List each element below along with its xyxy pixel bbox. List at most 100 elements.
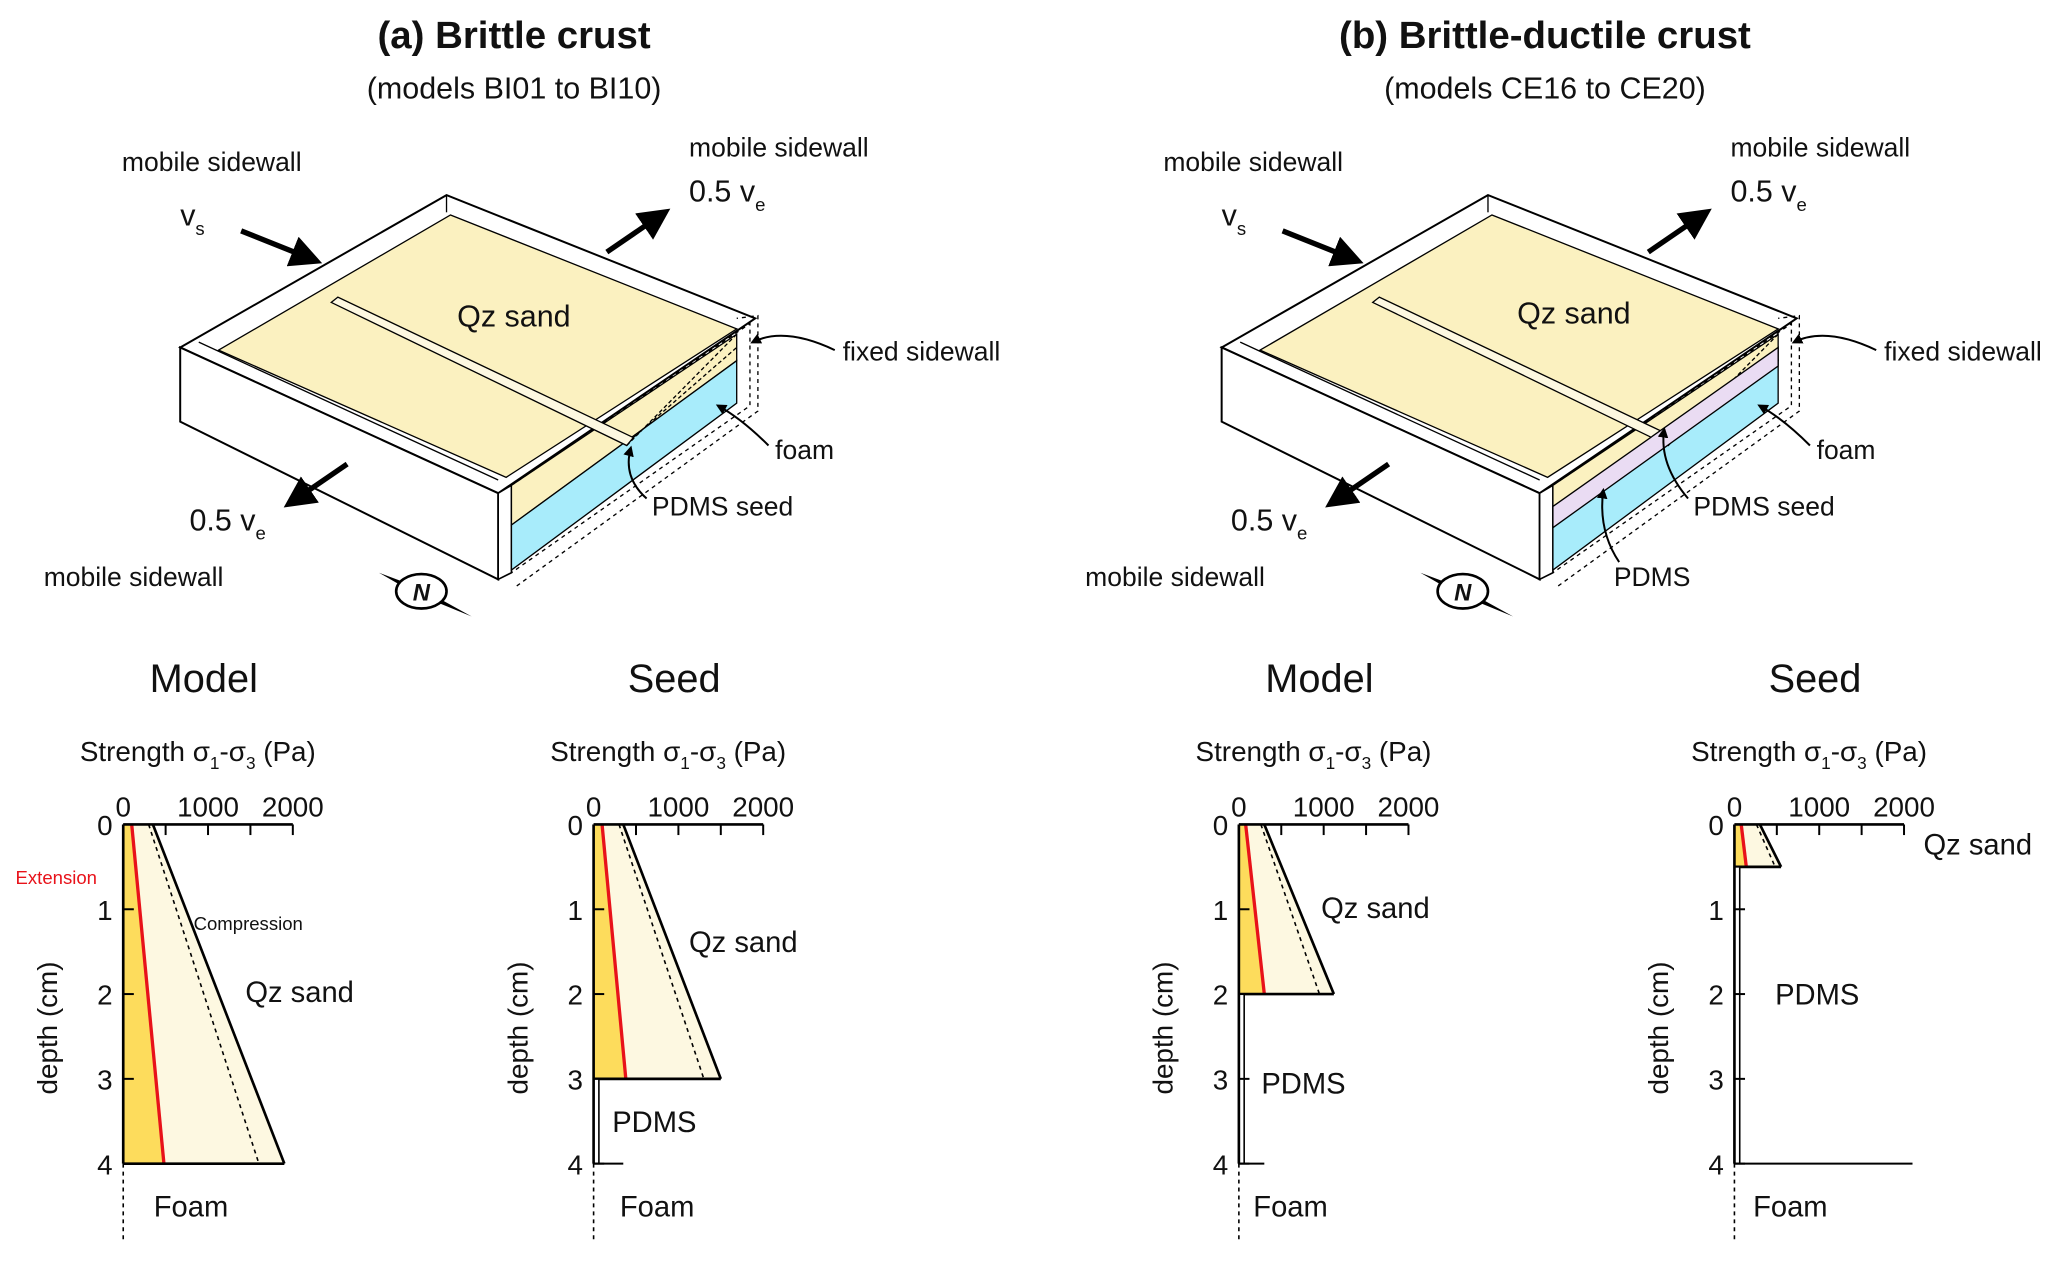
x-tick-label: 0 — [586, 792, 601, 823]
arrow-vs — [1281, 228, 1364, 267]
x-tick-label: 0 — [1231, 792, 1246, 823]
x-tick-label: 2000 — [262, 792, 324, 823]
label-mobile-sidewall-bottom: mobile sidewall — [44, 562, 224, 592]
label-pdms-seed: PDMS seed — [652, 492, 793, 522]
annotation-label: PDMS — [1775, 980, 1859, 1012]
svg-text:N: N — [413, 580, 431, 607]
x-tick-label: 1000 — [177, 792, 239, 823]
x-axis-label: Strength σ1-σ3 (Pa) — [80, 736, 316, 773]
arrow-ve-bottom — [283, 461, 349, 508]
panel-b-subtitle: (models CE16 to CE20) — [1384, 71, 1706, 105]
annotation-label: Foam — [1253, 1192, 1328, 1224]
arrow-ve-top — [605, 208, 671, 255]
compression-alt-line — [618, 824, 705, 1080]
y-tick-label: 0 — [1213, 810, 1228, 841]
annotation-label: Extension — [16, 867, 97, 888]
x-tick-label: 2000 — [1873, 792, 1935, 823]
label-foam: foam — [1817, 435, 1876, 465]
pointer-seed — [1657, 426, 1689, 500]
x-axis-label-part: 3 — [1362, 753, 1372, 773]
strength-envelope-fill — [593, 824, 721, 1079]
y-tick-label: 4 — [1213, 1149, 1228, 1180]
x-axis-label: Strength σ1-σ3 (Pa) — [1691, 736, 1927, 773]
extension-line — [1739, 824, 1748, 868]
y-tick-label: 1 — [1708, 895, 1723, 926]
pointer-foam — [1757, 404, 1811, 447]
x-axis-label-part: (Pa) — [726, 736, 786, 767]
compression-line — [151, 823, 286, 1165]
pointer-seed — [623, 445, 648, 500]
y-tick-label: 3 — [568, 1064, 583, 1095]
x-axis-label: Strength σ1-σ3 (Pa) — [1196, 736, 1432, 773]
sandbox-model-a — [179, 194, 759, 587]
label-ve-top: 0.5 ve — [1730, 175, 1806, 215]
x-axis-label-part: (Pa) — [1371, 736, 1431, 767]
x-axis-label-part: 3 — [716, 753, 726, 773]
label-qz-sand: Qz sand — [1517, 297, 1630, 331]
x-axis-label-part: -σ — [690, 736, 716, 767]
annotation-label: Foam — [1753, 1192, 1828, 1224]
label-pdms-seed: PDMS seed — [1693, 492, 1834, 522]
arrow-ve-bottom — [1325, 461, 1391, 508]
label-vs: vs — [180, 199, 205, 239]
y-tick-label: 3 — [1708, 1064, 1723, 1095]
label-foam: foam — [775, 435, 834, 465]
x-axis-label-part: -σ — [1335, 736, 1361, 767]
compression-alt-line — [147, 824, 260, 1164]
panel-a-diagram: (a) Brittle crust (models BI01 to BI10) … — [44, 14, 1000, 617]
annotation-label: Qz sand — [1924, 830, 2033, 862]
chart-title: Seed — [1769, 657, 1862, 701]
y-tick-label: 0 — [1708, 810, 1723, 841]
panel-b-title: (b) Brittle-ductile crust — [1339, 14, 1751, 57]
x-axis-label-part: Strength σ — [1691, 736, 1821, 767]
x-tick-label: 0 — [115, 792, 130, 823]
pointer-fixed — [750, 333, 836, 352]
x-axis-label-part: -σ — [220, 736, 246, 767]
annotation-label: Foam — [154, 1192, 229, 1224]
x-axis-label-part: Strength σ — [550, 736, 680, 767]
sandbox-model-b — [1220, 194, 1801, 587]
pointer-pdms — [1596, 487, 1620, 563]
y-axis-label: depth (cm) — [1148, 962, 1179, 1095]
label-qz-sand: Qz sand — [457, 299, 570, 333]
x-axis-label-part: -σ — [1831, 736, 1857, 767]
annotation-label: PDMS — [612, 1107, 696, 1139]
svg-text:N: N — [1454, 580, 1472, 607]
strength-envelope-fill — [1238, 824, 1334, 995]
label-ve-bottom: 0.5 ve — [1231, 503, 1307, 543]
y-tick-label: 3 — [97, 1064, 112, 1095]
extension-fill — [1238, 824, 1265, 995]
label-mobile-sidewall-right: mobile sidewall — [689, 133, 869, 163]
y-tick-label: 0 — [568, 810, 583, 841]
y-axis-label: depth (cm) — [32, 962, 63, 1095]
north-arrow-icon: N — [1420, 572, 1514, 617]
extension-line — [130, 824, 166, 1164]
x-axis-label: Strength σ1-σ3 (Pa) — [550, 736, 786, 773]
y-axis-label: depth (cm) — [1643, 962, 1674, 1095]
north-arrow-icon: N — [378, 572, 472, 617]
label-ve-top: 0.5 ve — [689, 175, 765, 215]
x-axis-label-part: 1 — [680, 753, 690, 773]
x-axis-label-part: (Pa) — [256, 736, 316, 767]
extension-line — [600, 824, 628, 1080]
x-axis-label-part: Strength σ — [80, 736, 210, 767]
x-tick-label: 1000 — [1293, 792, 1355, 823]
x-tick-label: 2000 — [1378, 792, 1440, 823]
y-tick-label: 4 — [97, 1149, 112, 1180]
annotation-label: PDMS — [1261, 1069, 1345, 1101]
y-tick-label: 3 — [1213, 1064, 1228, 1095]
x-axis-label-part: Strength σ — [1196, 736, 1326, 767]
chart-title: Model — [1265, 657, 1373, 701]
annotation-label: Foam — [620, 1192, 695, 1224]
pointer-foam — [715, 404, 770, 447]
extension-fill — [593, 824, 626, 1079]
compression-line — [1263, 823, 1336, 995]
label-ve-bottom: 0.5 ve — [189, 503, 265, 543]
panel-a-title: (a) Brittle crust — [378, 14, 651, 57]
